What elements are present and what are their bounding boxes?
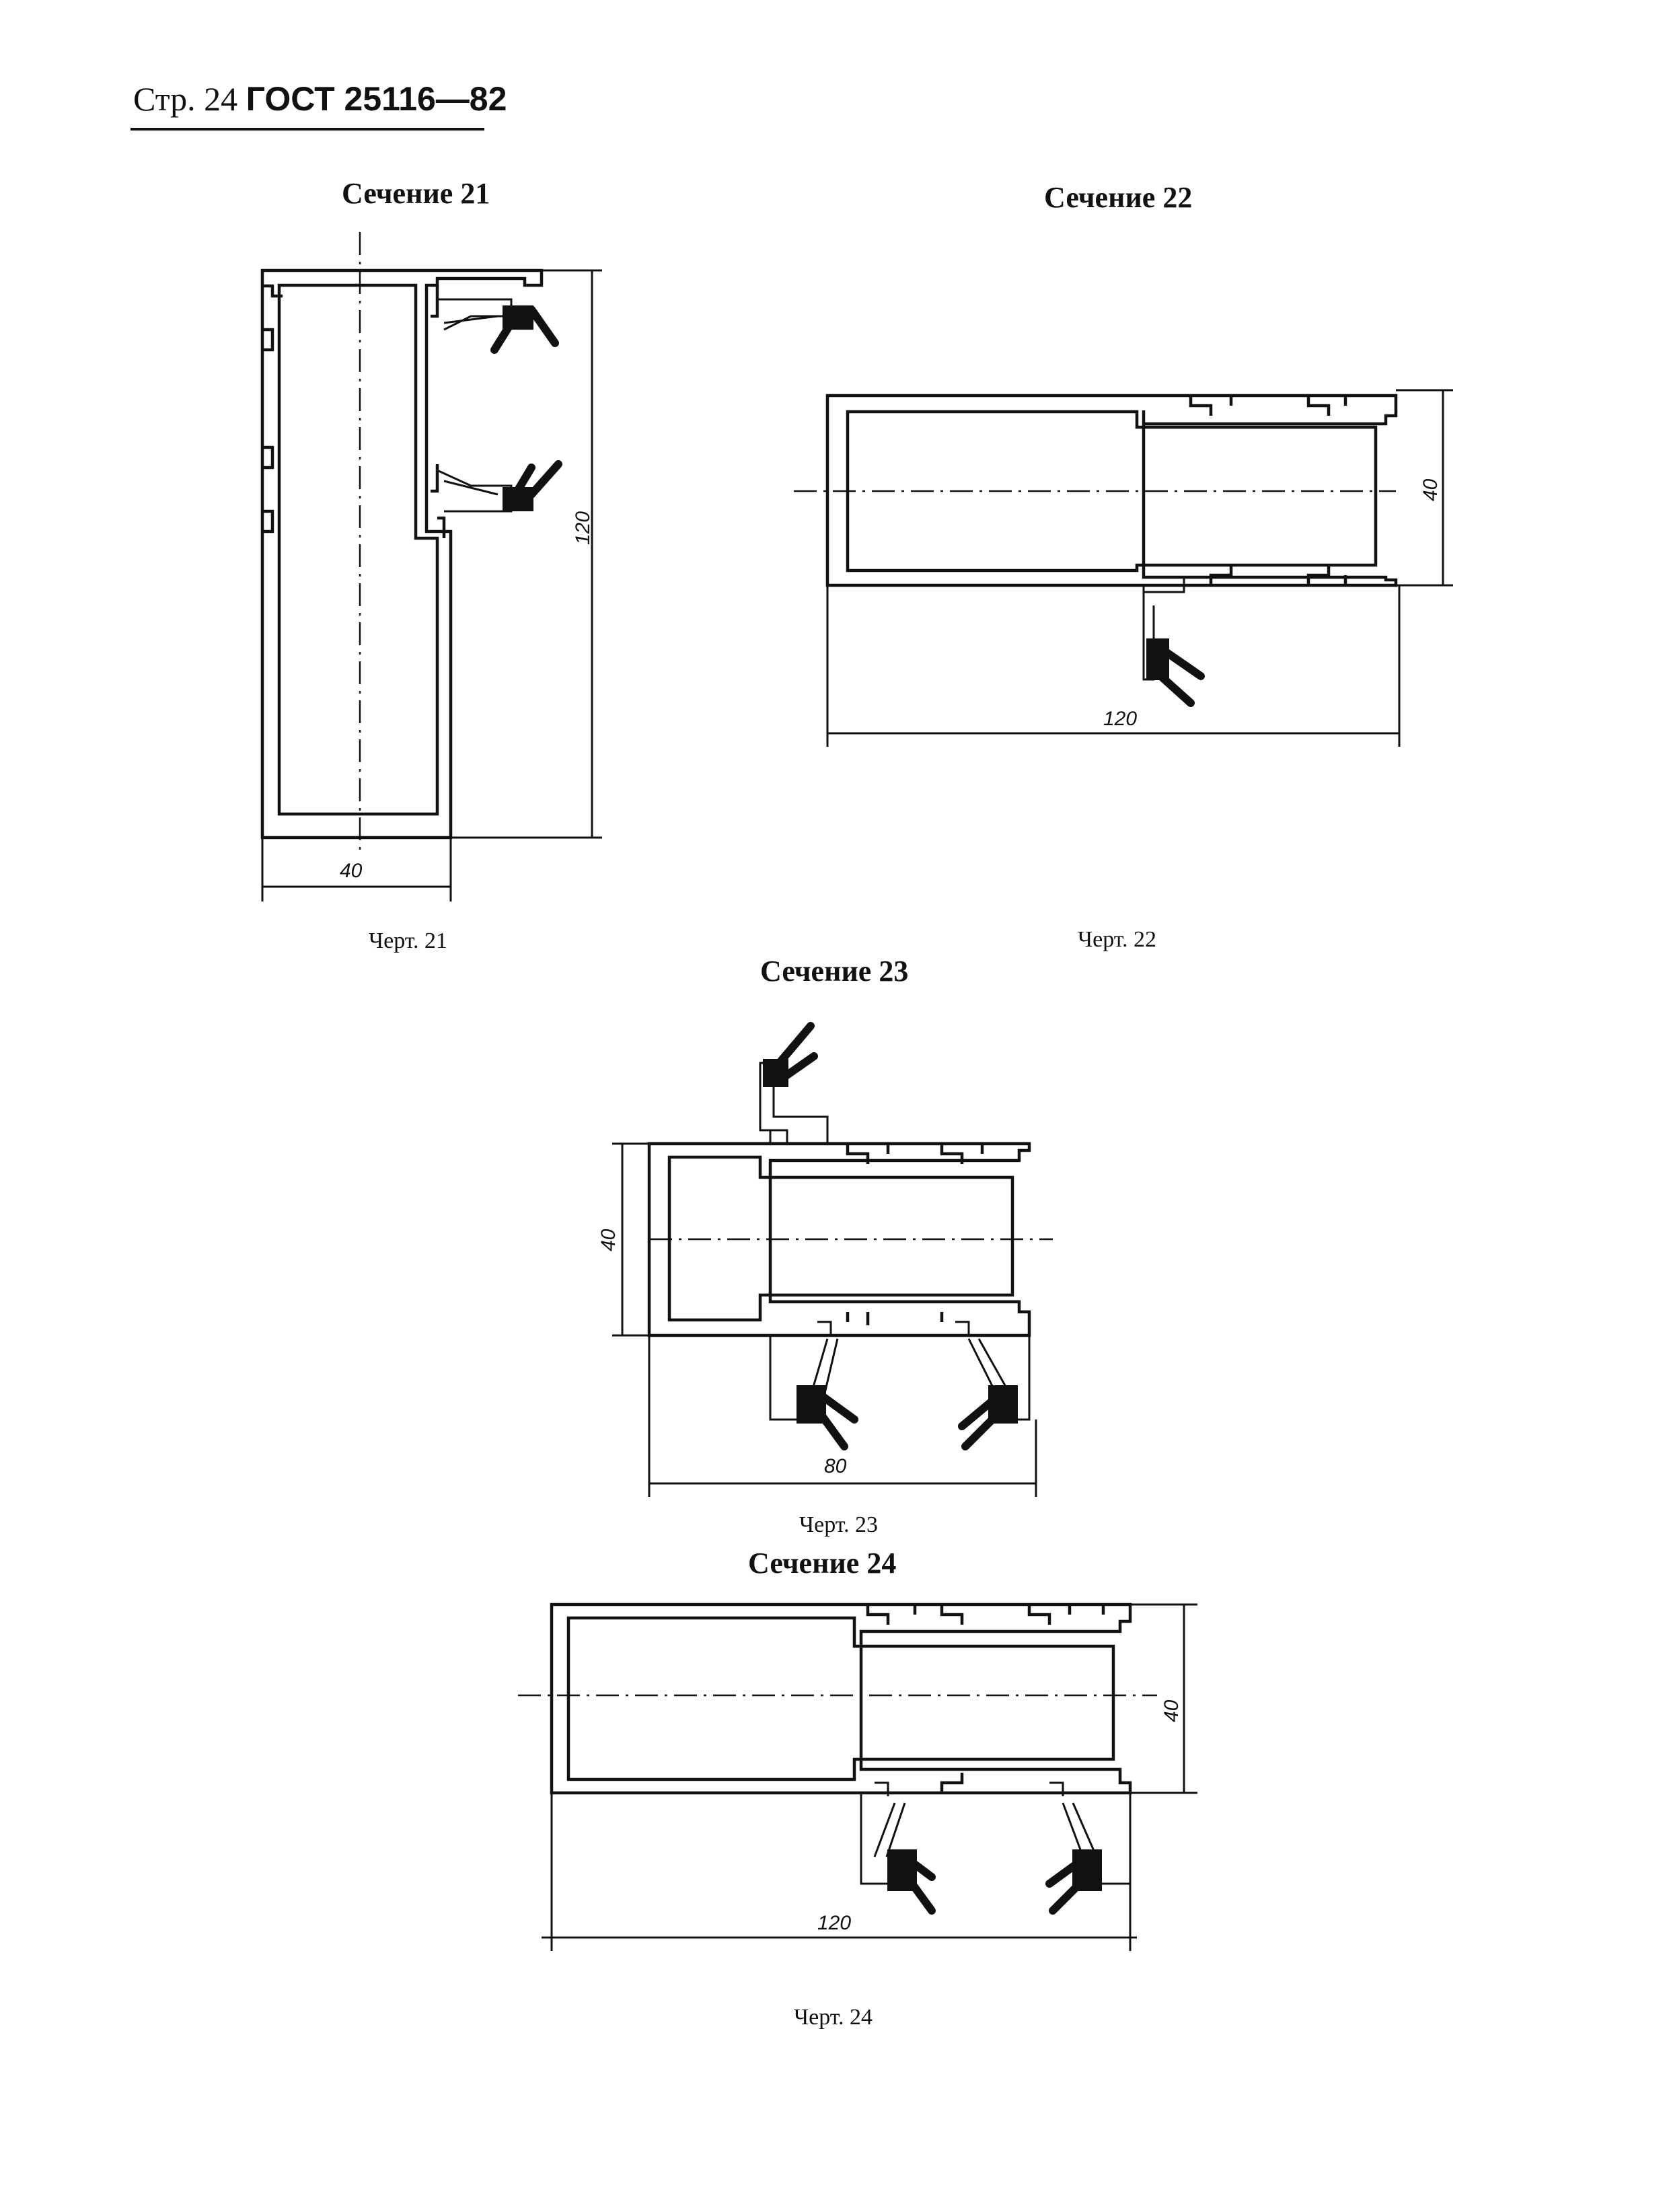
section-22-dim-120 xyxy=(826,585,1401,747)
section-22-gaskets xyxy=(1146,638,1205,707)
section-24-title: Сечение 24 xyxy=(748,1547,897,1580)
section-22-caption: Черт. 22 xyxy=(1078,927,1157,952)
section-21-caption: Черт. 21 xyxy=(369,928,448,953)
section-23-dim-80 xyxy=(648,1335,1037,1497)
section-21-gaskets xyxy=(443,305,562,511)
page-header: Стр. 24 ГОСТ 25116—82 xyxy=(133,79,507,118)
section-22-profile xyxy=(825,394,1398,681)
standard-number: ГОСТ 25116—82 xyxy=(246,80,507,118)
header-rule xyxy=(131,128,484,131)
section-24-gaskets xyxy=(887,1849,1102,1915)
section-22-dim-120-label: 120 xyxy=(1103,708,1138,730)
section-23-dim-40 xyxy=(612,1142,669,1337)
section-23-caption: Черт. 23 xyxy=(799,1512,879,1537)
page-number: Стр. 24 xyxy=(133,80,238,118)
section-21-dim-120 xyxy=(451,269,602,839)
section-24-dim-120 xyxy=(542,1793,1137,1951)
section-24-dim-120-label: 120 xyxy=(817,1912,852,1934)
section-24-profile xyxy=(550,1602,1132,1885)
section-22-dim-40 xyxy=(1396,389,1453,587)
section-22-title: Сечение 22 xyxy=(1044,181,1193,214)
section-24-dim-40 xyxy=(1130,1603,1197,1794)
section-21-dim-40-label: 40 xyxy=(340,860,363,882)
section-21-dim-40 xyxy=(261,838,452,901)
section-23-profile xyxy=(647,1062,1031,1421)
section-23-title: Сечение 23 xyxy=(760,955,909,988)
section-24-caption: Черт. 24 xyxy=(794,2005,873,2030)
section-23-gaskets xyxy=(763,1022,1018,1450)
section-23-dim-80-label: 80 xyxy=(824,1455,847,1477)
section-21-title: Сечение 21 xyxy=(342,177,490,210)
section-24-dim-40-label: 40 xyxy=(1160,1699,1183,1722)
